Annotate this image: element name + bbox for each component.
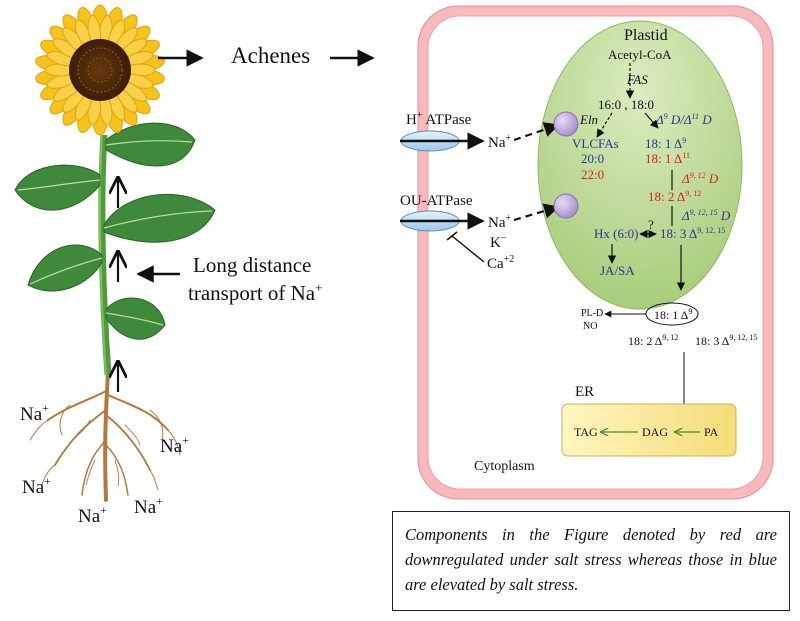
transport-label-line1: Long distance [193,253,311,277]
fatty-acid-16-18: 16:0 , 18:0 [598,97,654,112]
er-label: ER [575,384,594,400]
leaf [103,193,216,243]
tag-label: TAG [574,425,598,439]
leaves [14,122,216,340]
eln-label: Eln [579,112,598,127]
cytoplasm-label: Cytoplasm [474,459,535,474]
pa-label: PA [704,425,719,439]
vlcfa-22: 22:0 [581,167,604,182]
desaturase-d9-12-15: Δ9, 12, 15 D [681,208,731,223]
plastid [537,20,743,310]
leaf [14,164,101,211]
h-atpase-label: H+ ATPase [406,110,472,128]
leaf [27,244,103,292]
legend-caption-box: Components in the Figure denoted by red … [392,511,790,611]
fas-label: FAS [626,72,648,87]
sodium-labels: Na+ Na+ Na+ Na+ Na+ [20,401,189,527]
dashed-arrow-top [513,122,560,142]
cyto-18-2: 18: 2 Δ9, 12 [628,333,678,348]
transport-label-line2: transport of Na+ [188,280,322,305]
sodium-ion-top: Na+ [488,133,512,151]
sodium-label: Na+ [160,433,189,457]
fa-18-2: 18: 2 Δ9, 12 [648,189,701,204]
leaf [105,122,196,167]
achenes-label: Achenes [231,43,310,68]
cyto-18-3: 18: 3 Δ9, 12, 15 [695,333,757,348]
sodium-label: Na+ [20,401,49,425]
ja-sa: JA/SA [600,263,635,278]
pl-d-label: PL-D [581,308,603,319]
cyto-18-1: 18: 1 Δ9 [654,307,692,322]
no-label: NO [583,321,597,332]
sodium-label: Na+ [22,474,51,498]
calcium-ion: Ca+2 [487,254,514,272]
roots [29,370,181,502]
fa-18-1-d11: 18: 1 Δ11 [645,151,690,166]
stem [98,134,112,376]
desaturase-d9-d11: Δ9 D/Δ11 D [655,112,712,127]
arrow-desat [644,112,659,129]
ou-atpase-label: OU-ATPase [400,193,473,209]
sodium-ion-mid: Na+ [488,213,512,231]
er-box [561,403,737,457]
acetyl-coa: Acetyl-CoA [608,47,672,62]
vlcfas-label: VLCFAs [572,136,619,151]
dag-label: DAG [642,425,668,439]
vesicle-mid [553,193,579,219]
hexanal: Hx (6:0) [594,226,638,241]
vlcfa-20: 20:0 [581,151,604,166]
sodium-label: Na+ [78,503,107,527]
question-mark: ? [648,217,654,232]
desaturase-d9-12: Δ9, 12 D [681,171,719,186]
fa-18-1-d9: 18: 1 Δ9 [645,136,686,151]
plastid-title: Plastid [624,27,668,44]
sunflower-plant [14,4,216,502]
legend-caption: Components in the Figure denoted by red … [405,525,777,594]
vesicle-top [553,111,579,137]
dashed-arrow-mid [513,203,560,222]
fa-18-3: 18: 3 Δ9, 12, 15 [660,226,725,241]
flower-head [35,4,165,136]
sodium-label: Na+ [134,494,163,518]
inhibition-line [451,235,485,263]
potassium-ion: K− [490,233,507,251]
